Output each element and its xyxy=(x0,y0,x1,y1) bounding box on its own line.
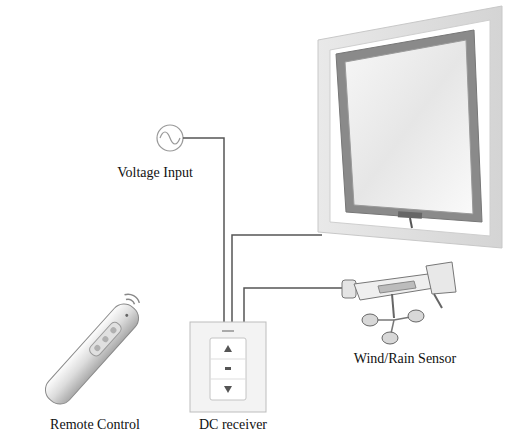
wind-rain-sensor: Wind/Rain Sensor xyxy=(330,258,480,370)
sine-wave xyxy=(160,132,180,144)
wire-stub xyxy=(183,137,215,139)
device-label: Voltage Input xyxy=(95,164,215,182)
dc-receiver: DC receiver xyxy=(186,322,280,434)
wire xyxy=(215,138,224,322)
wireless-signal xyxy=(124,293,140,304)
device-label: Wind/Rain Sensor xyxy=(330,350,480,368)
receiver-illustration xyxy=(190,322,266,412)
voltage-input: Voltage Input xyxy=(95,122,215,188)
remote-control: Remote Control xyxy=(20,290,170,436)
ac-symbol xyxy=(157,125,183,151)
remote-illustration xyxy=(40,299,144,410)
sensor-illustration xyxy=(330,262,456,344)
wire xyxy=(244,288,330,322)
device-label: Remote Control xyxy=(20,416,170,434)
device-label: DC receiver xyxy=(186,416,280,434)
illustration xyxy=(20,290,170,436)
